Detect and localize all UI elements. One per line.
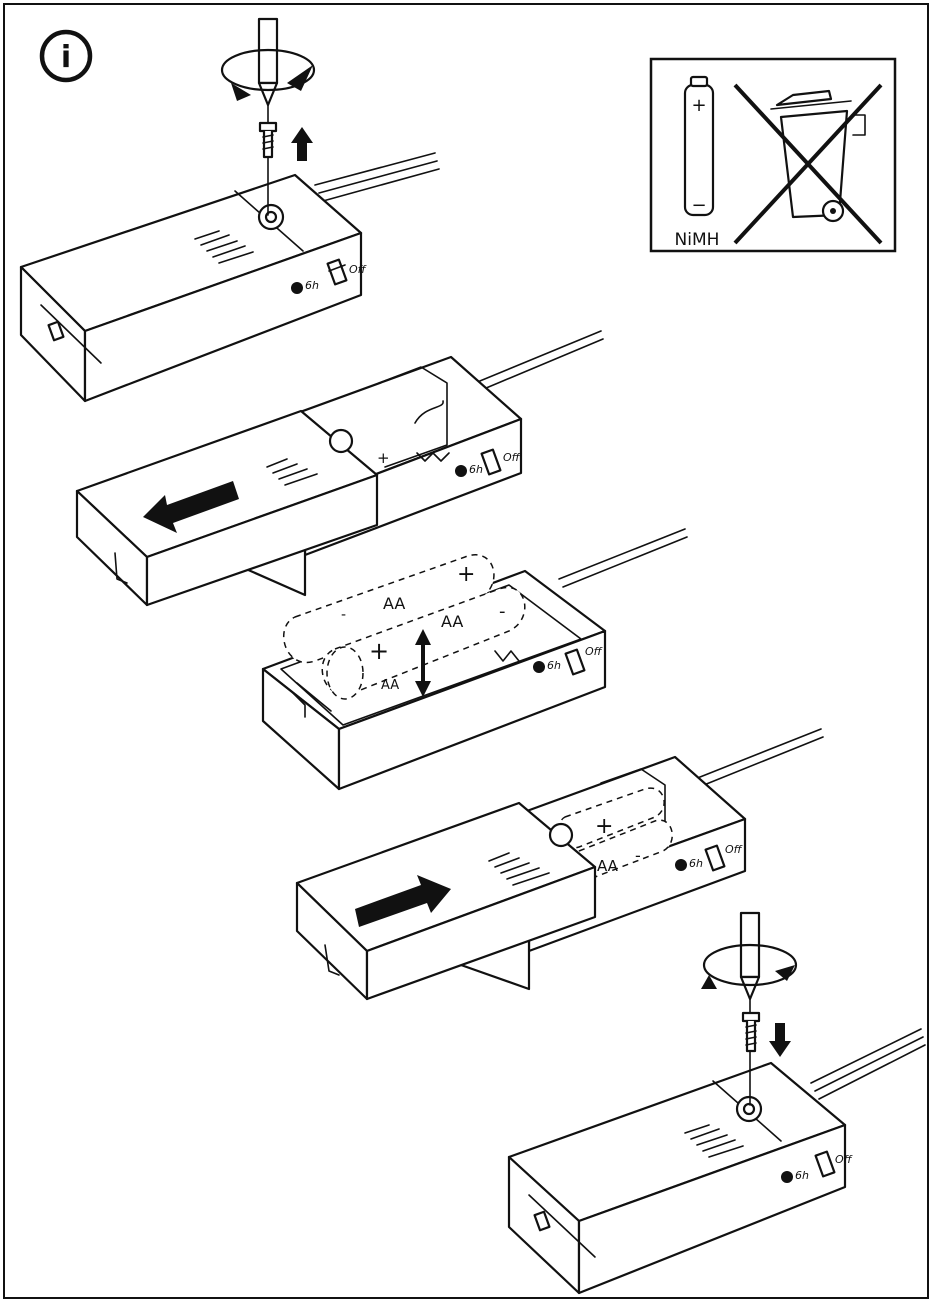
instruction-page: i + − NiMH: [3, 3, 929, 1299]
battery-minus-label: -: [499, 601, 506, 622]
step2-cables: [475, 331, 603, 391]
step4-cables: [695, 729, 823, 787]
off-label: Off: [349, 263, 367, 276]
up-arrow-icon: [291, 127, 313, 161]
sliding-cover-4: [297, 803, 595, 999]
timer-label: 6h: [795, 1169, 809, 1182]
screw-icon: [743, 1013, 759, 1051]
battery-aa-label: AA: [597, 857, 619, 875]
step1-cables: [315, 153, 439, 201]
checkmark-icon: [781, 1171, 793, 1183]
battery-aa-label: AA: [383, 594, 405, 613]
off-label: Off: [585, 645, 603, 658]
battery-minus-label: -: [341, 607, 346, 623]
battery-minus-label: -: [635, 846, 641, 865]
step5-screw-in: Off 6h: [509, 913, 925, 1293]
info-icon: i: [42, 32, 90, 80]
timer-label: 6h: [689, 857, 703, 870]
battery-plus-label: +: [457, 562, 475, 587]
timer-label: 6h: [547, 659, 561, 672]
timer-label: 6h: [469, 463, 483, 476]
battery-plus-label: +: [595, 814, 613, 839]
checkmark-icon: [675, 859, 687, 871]
battery-minus-sign: −: [691, 195, 706, 216]
checkmark-icon: [455, 465, 467, 477]
battery-icon: + −: [685, 77, 713, 216]
timer-label: 6h: [305, 279, 319, 292]
checkmark-icon: [533, 661, 545, 673]
instruction-illustration: i + − NiMH: [5, 5, 931, 1301]
info-symbol: i: [61, 40, 71, 75]
disposal-warning-box: + − NiMH: [651, 59, 895, 251]
screw-icon: [260, 123, 276, 157]
step3-insert-batteries: Off 6h AA - + + AA AA -: [263, 529, 687, 789]
nimh-label: NiMH: [675, 230, 720, 250]
battery-plus-sign: +: [691, 95, 706, 116]
off-label: Off: [835, 1153, 853, 1166]
step5-cables: [811, 1029, 925, 1099]
polarity-plus: +: [377, 449, 390, 467]
off-label: Off: [725, 843, 743, 856]
step1-unscrew: Off 6h: [21, 19, 439, 401]
off-label: Off: [503, 451, 521, 464]
battery-plus-label: +: [369, 637, 389, 665]
sliding-cover-2: [77, 411, 377, 605]
battery-aa-label: AA: [441, 612, 463, 631]
down-arrow-icon: [769, 1023, 791, 1057]
step3-cables: [559, 529, 687, 587]
checkmark-icon: [291, 282, 303, 294]
battery-aa-label: AA: [381, 678, 399, 693]
